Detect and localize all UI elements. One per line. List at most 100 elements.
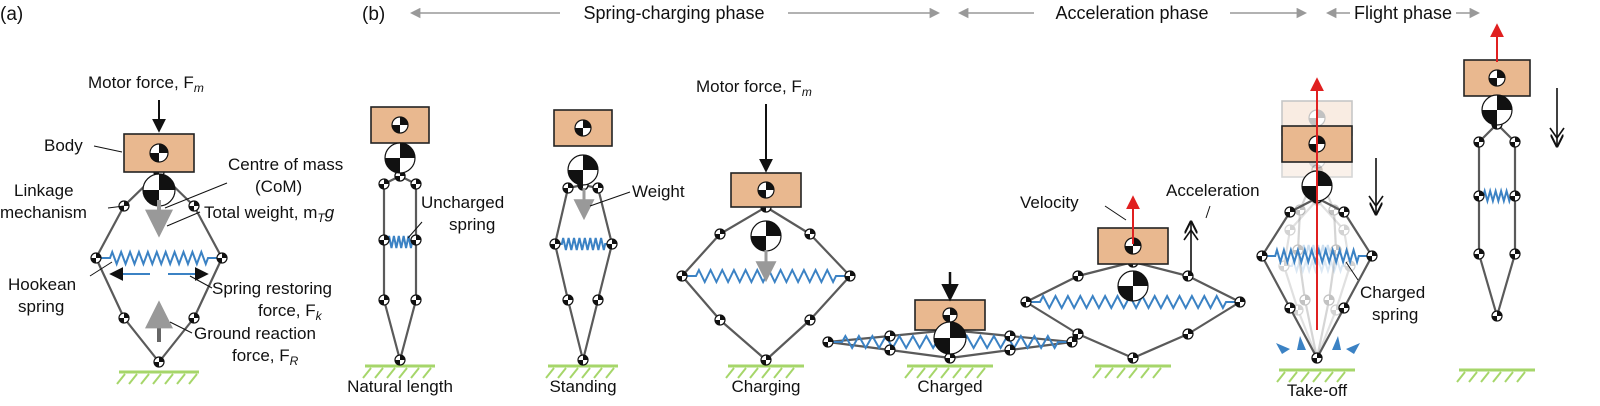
com-marker: [1308, 135, 1326, 153]
label-body: Body: [44, 136, 83, 155]
label-uncharged-2: spring: [449, 215, 495, 234]
stage-natural-length: Natural length: [347, 377, 453, 396]
leader-linkage: [107, 205, 125, 209]
robot-panel-a: [90, 133, 228, 368]
com-marker: [149, 143, 169, 163]
com-marker: [822, 336, 834, 348]
robot-acceleration: [1020, 227, 1246, 364]
com-marker: [606, 238, 618, 250]
com-marker: [1481, 94, 1513, 126]
com-marker: [549, 238, 561, 250]
leader-body: [93, 145, 123, 153]
com-marker: [1473, 190, 1485, 202]
phase-header: Spring-charging phase Acceleration phase…: [409, 3, 1481, 23]
stage-charging: Charging: [732, 377, 801, 396]
com-marker: [90, 252, 102, 264]
com-marker: [142, 173, 176, 207]
com-marker: [1338, 302, 1350, 314]
com-marker: [378, 178, 390, 190]
com-marker: [394, 354, 406, 366]
impact-marks: [1276, 336, 1360, 354]
panel-b-annotations: [407, 23, 1565, 354]
ground: [1276, 368, 1355, 383]
com-marker: [1299, 294, 1311, 306]
deceleration-double-arrow-flight: [1549, 88, 1565, 146]
com-marker: [1284, 302, 1296, 314]
label-linkage-2: mechanism: [0, 203, 87, 222]
label-linkage-1: Linkage: [14, 181, 74, 200]
com-marker: [1338, 224, 1350, 236]
linkage: [1477, 123, 1517, 317]
com-marker: [1072, 270, 1084, 282]
com-marker: [1294, 204, 1306, 216]
ground: [362, 364, 435, 379]
spring: [555, 237, 612, 251]
panel-a-label: (a): [0, 4, 23, 25]
com-marker: [1473, 248, 1485, 260]
com-marker: [1066, 336, 1078, 348]
com-marker: [1488, 69, 1506, 87]
com-marker: [1284, 224, 1296, 236]
com-marker: [592, 182, 604, 194]
com-marker: [577, 354, 589, 366]
spring: [384, 235, 416, 249]
com-marker: [804, 314, 816, 326]
label-hookean-2: spring: [18, 297, 64, 316]
com-marker: [562, 182, 574, 194]
com-marker: [1284, 206, 1296, 218]
leader-acceleration: [1205, 205, 1211, 219]
label-motor-force-a: Motor force, Fm: [88, 73, 204, 95]
label-com-1: Centre of mass: [228, 155, 343, 174]
leader-restoring: [189, 275, 213, 289]
com-marker: [676, 270, 688, 282]
com-marker: [750, 220, 782, 252]
com-marker: [562, 294, 574, 306]
robot-natural-length: [370, 106, 430, 366]
com-marker: [1124, 237, 1142, 255]
label-weight: Weight: [632, 182, 685, 201]
com-marker: [153, 356, 165, 368]
com-marker: [216, 252, 228, 264]
label-acceleration: Acceleration: [1166, 181, 1260, 200]
spring: [1479, 187, 1515, 205]
label-charged-spring-1: Charged: [1360, 283, 1425, 302]
com-marker: [1278, 260, 1290, 272]
leader-charged-spring: [1345, 261, 1359, 281]
com-marker: [804, 228, 816, 240]
ground: [116, 370, 199, 385]
label-total-weight: Total weight, mTg: [204, 203, 335, 225]
com-marker: [1473, 136, 1485, 148]
ground: [1456, 368, 1535, 383]
leader-weight-b: [589, 191, 631, 207]
label-motor-force-b: Motor force, Fm: [696, 77, 812, 99]
com-marker: [1182, 270, 1194, 282]
com-marker: [942, 307, 958, 323]
label-restoring-1: Spring restoring: [212, 279, 332, 298]
label-velocity: Velocity: [1020, 193, 1079, 212]
com-marker: [1509, 248, 1521, 260]
label-uncharged-1: Uncharged: [421, 193, 504, 212]
label-ground-1: Ground reaction: [194, 324, 316, 343]
com-marker: [384, 142, 416, 174]
com-marker: [410, 294, 422, 306]
panel-b-label: (b): [362, 4, 385, 25]
com-marker: [1491, 310, 1503, 322]
com-marker: [1234, 296, 1246, 308]
com-marker: [1020, 296, 1032, 308]
com-marker: [1117, 270, 1149, 302]
spring: [96, 249, 222, 267]
com-marker: [884, 330, 896, 342]
com-marker: [844, 270, 856, 282]
leader-ground: [169, 321, 193, 334]
com-marker: [1004, 330, 1016, 342]
phase-flight: Flight phase: [1354, 3, 1452, 23]
ground: [1092, 364, 1171, 379]
robot-charging: [676, 172, 856, 366]
com-marker: [714, 228, 726, 240]
leader-weight: [166, 211, 201, 227]
leader-uncharged: [407, 221, 423, 239]
com-marker: [567, 154, 599, 186]
com-marker: [592, 294, 604, 306]
com-marker: [188, 312, 200, 324]
stage-take-off: Take-off: [1287, 381, 1347, 400]
